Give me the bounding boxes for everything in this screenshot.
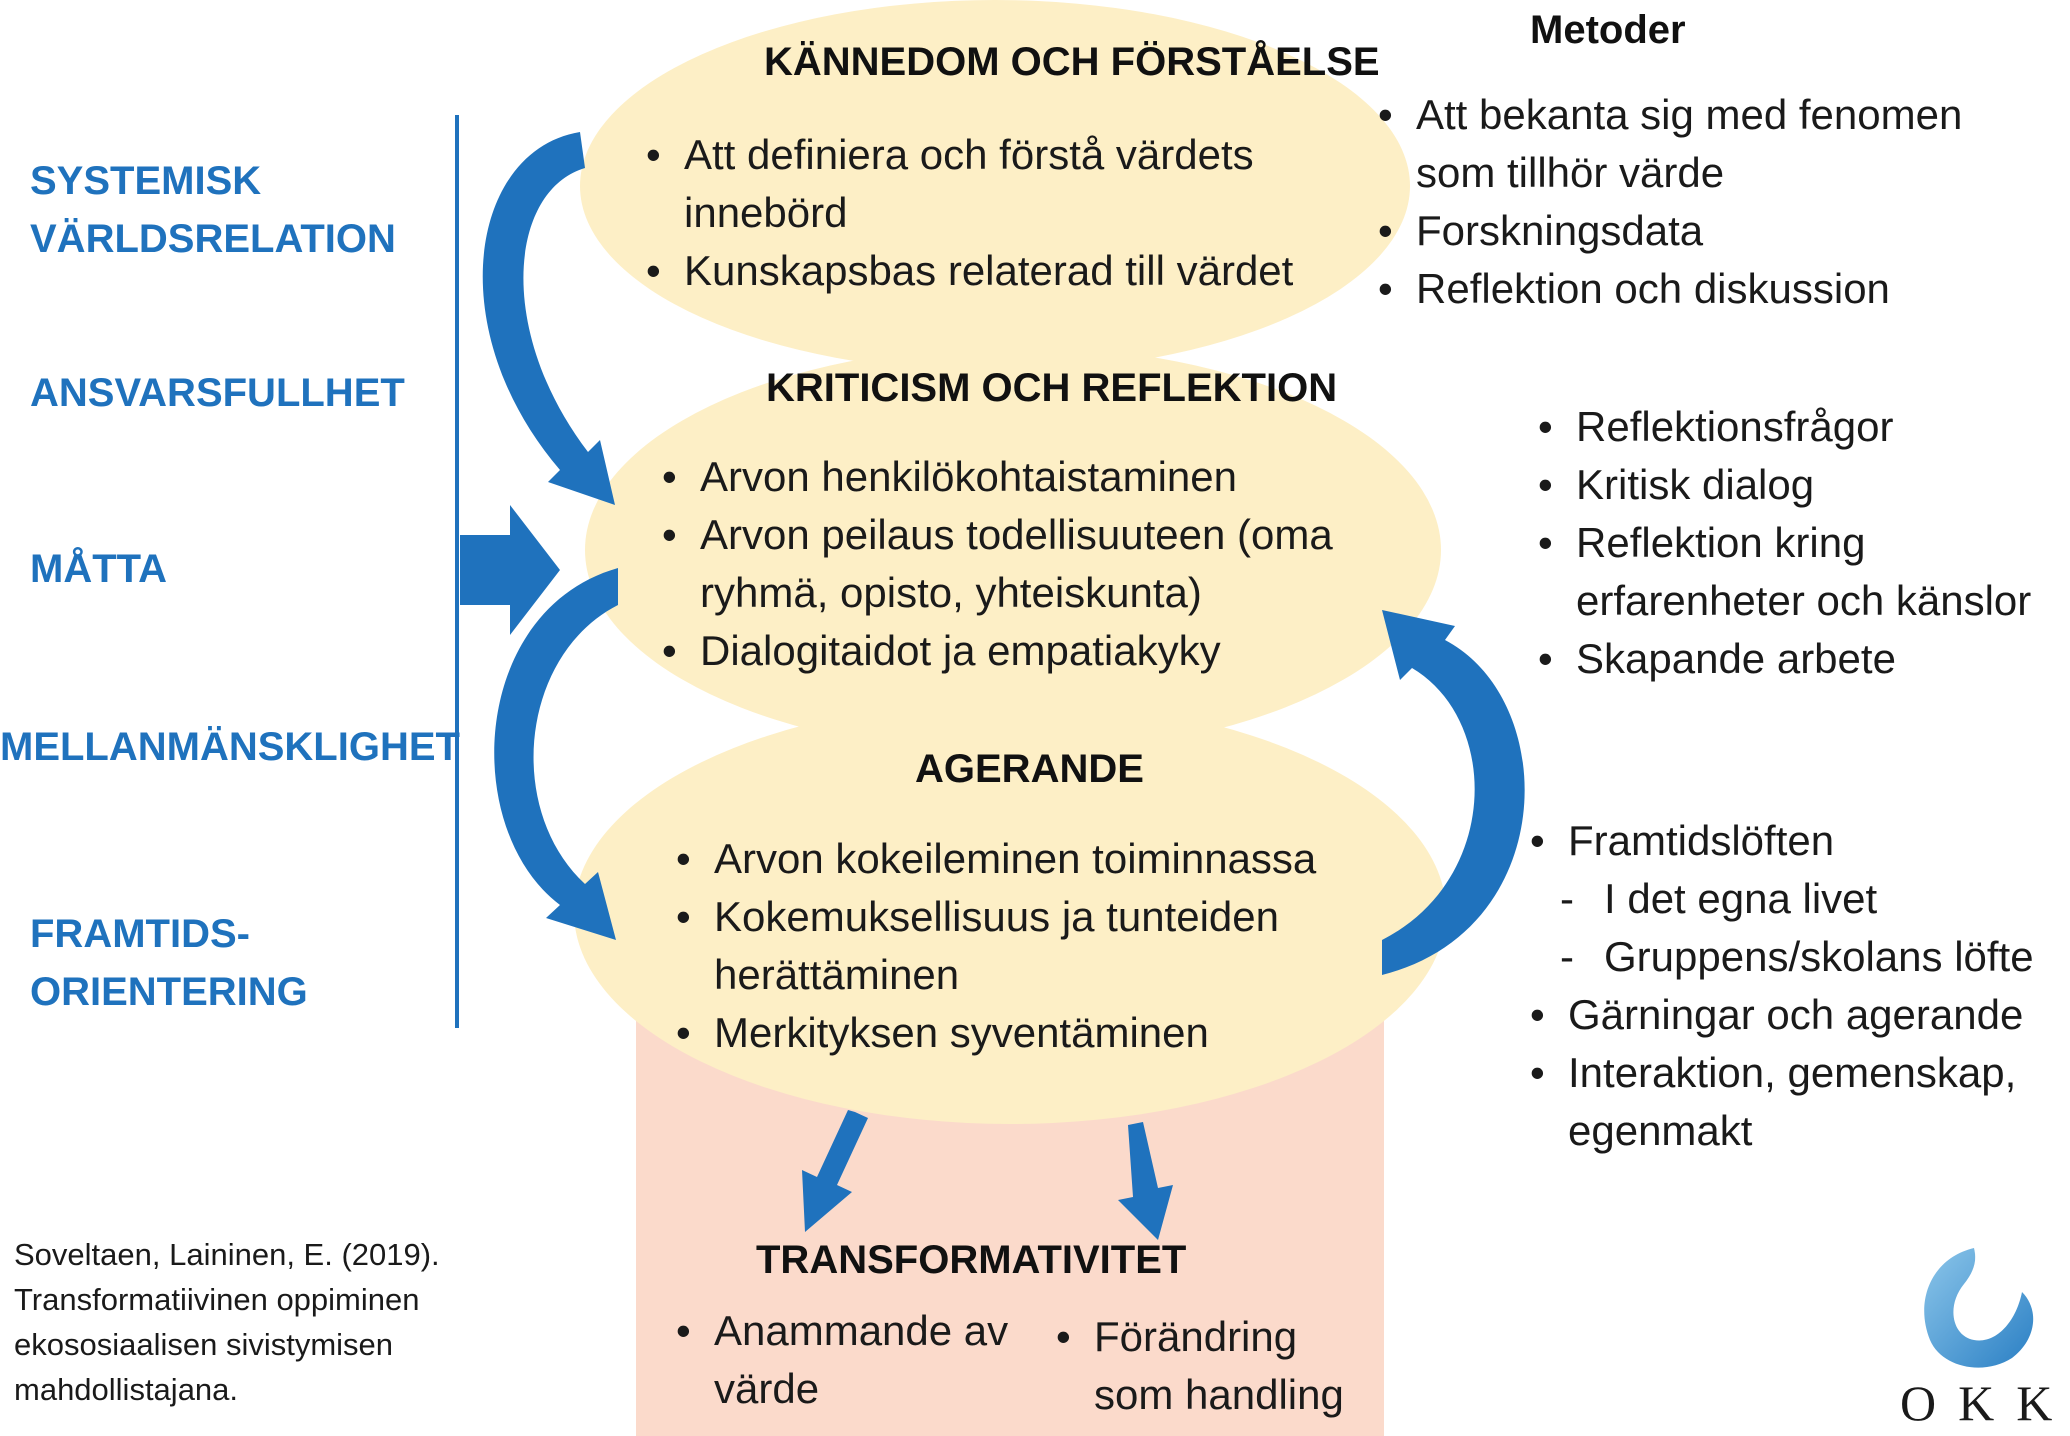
list-transform-left: Anammande av värde bbox=[670, 1302, 1050, 1418]
list-criticism: Arvon henkilökohtaistaminen Arvon peilau… bbox=[656, 448, 1376, 680]
list-item: Skapande arbete bbox=[1532, 630, 2052, 688]
citation-line: Transformatiivinen oppiminen bbox=[14, 1282, 420, 1317]
list-item: Reflektion kring erfarenheter och känslo… bbox=[1532, 514, 2066, 630]
list-item: Kritisk dialog bbox=[1532, 456, 2052, 514]
label-line: MÅTTA bbox=[30, 547, 167, 591]
list-item: Att bekanta sig med fenomen som tillhör … bbox=[1372, 86, 1976, 202]
citation-line: Soveltaen, Laininen, E. (2019). bbox=[14, 1237, 440, 1272]
methods-group-1: Att bekanta sig med fenomen som tillhör … bbox=[1372, 86, 2012, 318]
list-item: Forskningsdata bbox=[1372, 202, 2012, 260]
title-acting: AGERANDE bbox=[915, 747, 1144, 791]
label-matta: MÅTTA bbox=[30, 540, 167, 598]
label-systemisk: SYSTEMISK VÄRLDSRELATION bbox=[30, 152, 396, 268]
list-item: Arvon henkilökohtaistaminen bbox=[656, 448, 1376, 506]
curved-arrow-knowledge-to-criticism bbox=[482, 132, 615, 505]
label-ansvarsfullhet: ANSVARSFULLHET bbox=[30, 364, 405, 422]
list-item: Framtidslöften bbox=[1524, 812, 2064, 870]
curved-arrow-acting-to-criticism bbox=[1382, 610, 1525, 975]
label-line: VÄRLDSRELATION bbox=[30, 217, 396, 261]
list-item: Kunskapsbas relaterad till värdet bbox=[640, 242, 1360, 300]
citation: Soveltaen, Laininen, E. (2019). Transfor… bbox=[14, 1232, 440, 1412]
list-item: Reflektion och diskussion bbox=[1372, 260, 2012, 318]
list-item: Interaktion, gemenskap, egenmakt bbox=[1524, 1044, 2028, 1160]
methods-group-2: Reflektionsfrågor Kritisk dialog Reflekt… bbox=[1532, 398, 2052, 688]
methods-group-3: Framtidslöften I det egna livet Gruppens… bbox=[1524, 812, 2064, 1160]
list-acting: Arvon kokeileminen toiminnassa Kokemukse… bbox=[670, 830, 1390, 1062]
list-item: Gärningar och agerande bbox=[1524, 986, 2064, 1044]
label-line: FRAMTIDS- bbox=[30, 912, 250, 956]
list-item: Att definiera och förstå värdets innebör… bbox=[640, 126, 1324, 242]
list-item: Anammande av värde bbox=[670, 1302, 1014, 1418]
list-subitem: I det egna livet bbox=[1524, 870, 2064, 928]
label-line: ANSVARSFULLHET bbox=[30, 371, 405, 415]
list-item: Merkityksen syventäminen bbox=[670, 1004, 1390, 1062]
label-framtids: FRAMTIDS- ORIENTERING bbox=[30, 905, 308, 1021]
title-knowledge: KÄNNEDOM OCH FÖRSTÅELSE bbox=[764, 40, 1380, 84]
label-line: MELLANMÄNSKLIGHET bbox=[0, 725, 460, 769]
title-transform: TRANSFORMATIVITET bbox=[756, 1238, 1187, 1282]
title-criticism: KRITICISM OCH REFLEKTION bbox=[766, 366, 1338, 410]
citation-line: ekososiaalisen sivistymisen bbox=[14, 1327, 394, 1362]
down-arrow-left bbox=[802, 1110, 868, 1232]
logo-text: OKKA bbox=[1900, 1375, 2070, 1431]
list-item: Arvon peilaus todellisuuteen (oma ryhmä,… bbox=[656, 506, 1340, 622]
list-item: Kokemuksellisuus ja tunteiden herättämin… bbox=[670, 888, 1314, 1004]
list-knowledge: Att definiera och förstå värdets innebör… bbox=[640, 126, 1360, 300]
list-item: Reflektionsfrågor bbox=[1532, 398, 2052, 456]
list-item: Arvon kokeileminen toiminnassa bbox=[670, 830, 1390, 888]
label-line: SYSTEMISK bbox=[30, 159, 262, 203]
list-item: Förändring som handling bbox=[1050, 1308, 1354, 1424]
list-item: Dialogitaidot ja empatiakyky bbox=[656, 622, 1376, 680]
block-arrow-right bbox=[460, 505, 560, 635]
down-arrow-right bbox=[1118, 1122, 1173, 1240]
list-subitem: Gruppens/skolans löfte bbox=[1524, 928, 2064, 986]
citation-line: mahdollistajana. bbox=[14, 1372, 239, 1407]
label-line: ORIENTERING bbox=[30, 970, 308, 1014]
list-transform-right: Förändring som handling bbox=[1050, 1308, 1380, 1424]
curved-arrow-criticism-to-acting bbox=[494, 568, 618, 940]
label-mellanmansklighet: MELLANMÄNSKLIGHET bbox=[0, 718, 460, 776]
okka-logo-icon bbox=[1924, 1248, 2034, 1368]
methods-heading: Metoder bbox=[1530, 8, 1686, 52]
